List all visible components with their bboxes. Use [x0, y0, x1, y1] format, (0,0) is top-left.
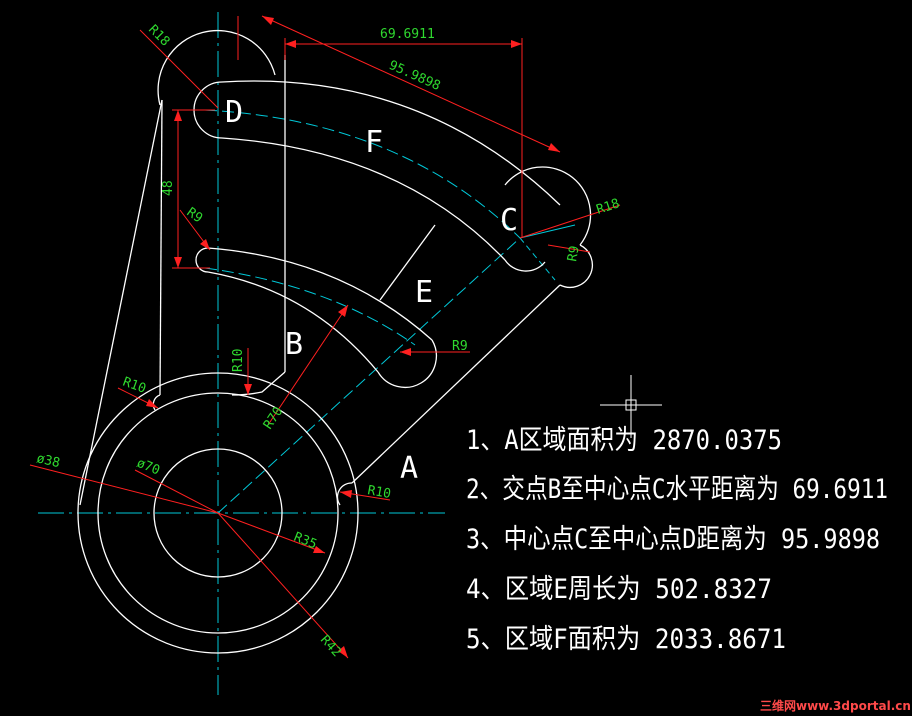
dim-text-r70: R70	[261, 404, 287, 432]
c-center-tick	[519, 224, 576, 239]
slot-e-end-left	[195, 247, 209, 273]
label-b: B	[285, 327, 303, 362]
dim-d38-leader	[29, 464, 219, 514]
arrowheads	[146, 16, 560, 658]
arrow-aligned-bottom	[548, 143, 560, 152]
slot-e-centerline	[204, 267, 416, 346]
dim-text-r9-bottom: R9	[452, 339, 468, 354]
boss-c-r9	[559, 244, 593, 288]
dim-text-aligned: 95.9898	[386, 58, 442, 94]
outer-circle-r70	[77, 372, 359, 654]
crosshair-cursor-icon	[600, 375, 662, 438]
arrow-horizontal-right	[511, 40, 522, 48]
dim-text-d38: ø38	[35, 451, 61, 471]
label-f: F	[365, 125, 383, 160]
dim-text-r9-left: R9	[184, 205, 205, 226]
boss-d-arc	[157, 29, 276, 106]
label-e: E	[415, 275, 433, 310]
label-d: D	[225, 95, 243, 130]
arrow-aligned-top	[262, 16, 274, 25]
radial-centerline	[217, 237, 521, 514]
dim-text-r10-left: R10	[121, 375, 148, 397]
results-list: 1、A区域面积为 2870.0375 2、交点B至中心点C水平距离为 69.69…	[466, 425, 888, 655]
dim-text-r18-right: R18	[595, 196, 622, 218]
arrow-vertical-top	[174, 110, 182, 121]
result-item-5: 5、区域F面积为 2033.8671	[466, 624, 786, 655]
arrow-r35	[313, 546, 325, 553]
slot-e-upper	[207, 247, 433, 341]
dim-text-d70: ø70	[135, 456, 162, 479]
arrow-r9-left	[200, 239, 210, 250]
slot-f-end-c	[504, 259, 546, 272]
label-a: A	[400, 451, 418, 486]
dim-text-r42: R42	[317, 633, 344, 660]
arrow-horizontal-left	[285, 40, 296, 48]
dimensions	[29, 15, 621, 659]
arrow-r10-mid	[244, 384, 252, 395]
arrow-vertical-bottom	[174, 257, 182, 268]
arrow-r70	[338, 305, 348, 317]
watermark-text: 三维网www.3dportal.cn	[760, 698, 911, 713]
result-item-3: 3、中心点C至中心点D距离为 95.9898	[466, 524, 880, 555]
centerlines	[38, 12, 576, 695]
arrow-r10-left	[146, 399, 158, 408]
slot-f-lower	[221, 137, 506, 261]
slot-e-end-right	[377, 339, 438, 389]
slot-f-centerline	[204, 109, 521, 239]
dim-r42-leader	[217, 512, 349, 659]
inner-left-line	[159, 99, 163, 396]
left-tangent-line	[79, 99, 163, 506]
outline	[77, 29, 593, 654]
dim-d70-leader	[134, 469, 219, 514]
right-tangent-line	[351, 284, 561, 484]
fillet-r10-left	[152, 394, 161, 411]
dim-r18-right-leader	[519, 204, 621, 239]
hole-d38	[153, 448, 283, 578]
arrow-r9-bottom	[400, 348, 411, 356]
dim-r70-leader	[267, 304, 349, 426]
fillet-r10-right	[336, 482, 353, 506]
dim-text-r10-right: R10	[366, 483, 392, 502]
slot-e-lower	[207, 271, 379, 373]
result-item-1: 1、A区域面积为 2870.0375	[466, 425, 782, 456]
result-item-4: 4、区域E周长为 502.8327	[466, 574, 772, 605]
dim-text-vertical: 48	[161, 180, 176, 196]
label-c: C	[500, 203, 518, 238]
dim-text-r9-right: R9	[565, 245, 582, 263]
point-labels: D F C E B A	[225, 95, 518, 486]
circle-d70	[97, 392, 339, 634]
dimension-texts: 69.6911 95.9898 R18 48 R9 R18 R9 R9 R10 …	[35, 22, 621, 660]
dim-text-horizontal: 69.6911	[380, 27, 435, 42]
dim-r35-leader	[217, 512, 326, 554]
dim-text-r18-top: R18	[145, 22, 172, 49]
dim-r9-right-leader	[547, 244, 591, 253]
dim-r18-top-leader	[139, 29, 219, 109]
dim-aligned-line	[261, 15, 561, 153]
result-item-2: 2、交点B至中心点C水平距离为 69.6911	[466, 474, 888, 505]
c-radial-tick	[519, 237, 556, 281]
r10-bottom-fillet	[231, 371, 286, 396]
arrow-r10-right	[340, 490, 352, 498]
web-line	[379, 224, 436, 301]
arrow-r42	[338, 646, 348, 658]
dim-text-r10-mid: R10	[231, 349, 246, 372]
